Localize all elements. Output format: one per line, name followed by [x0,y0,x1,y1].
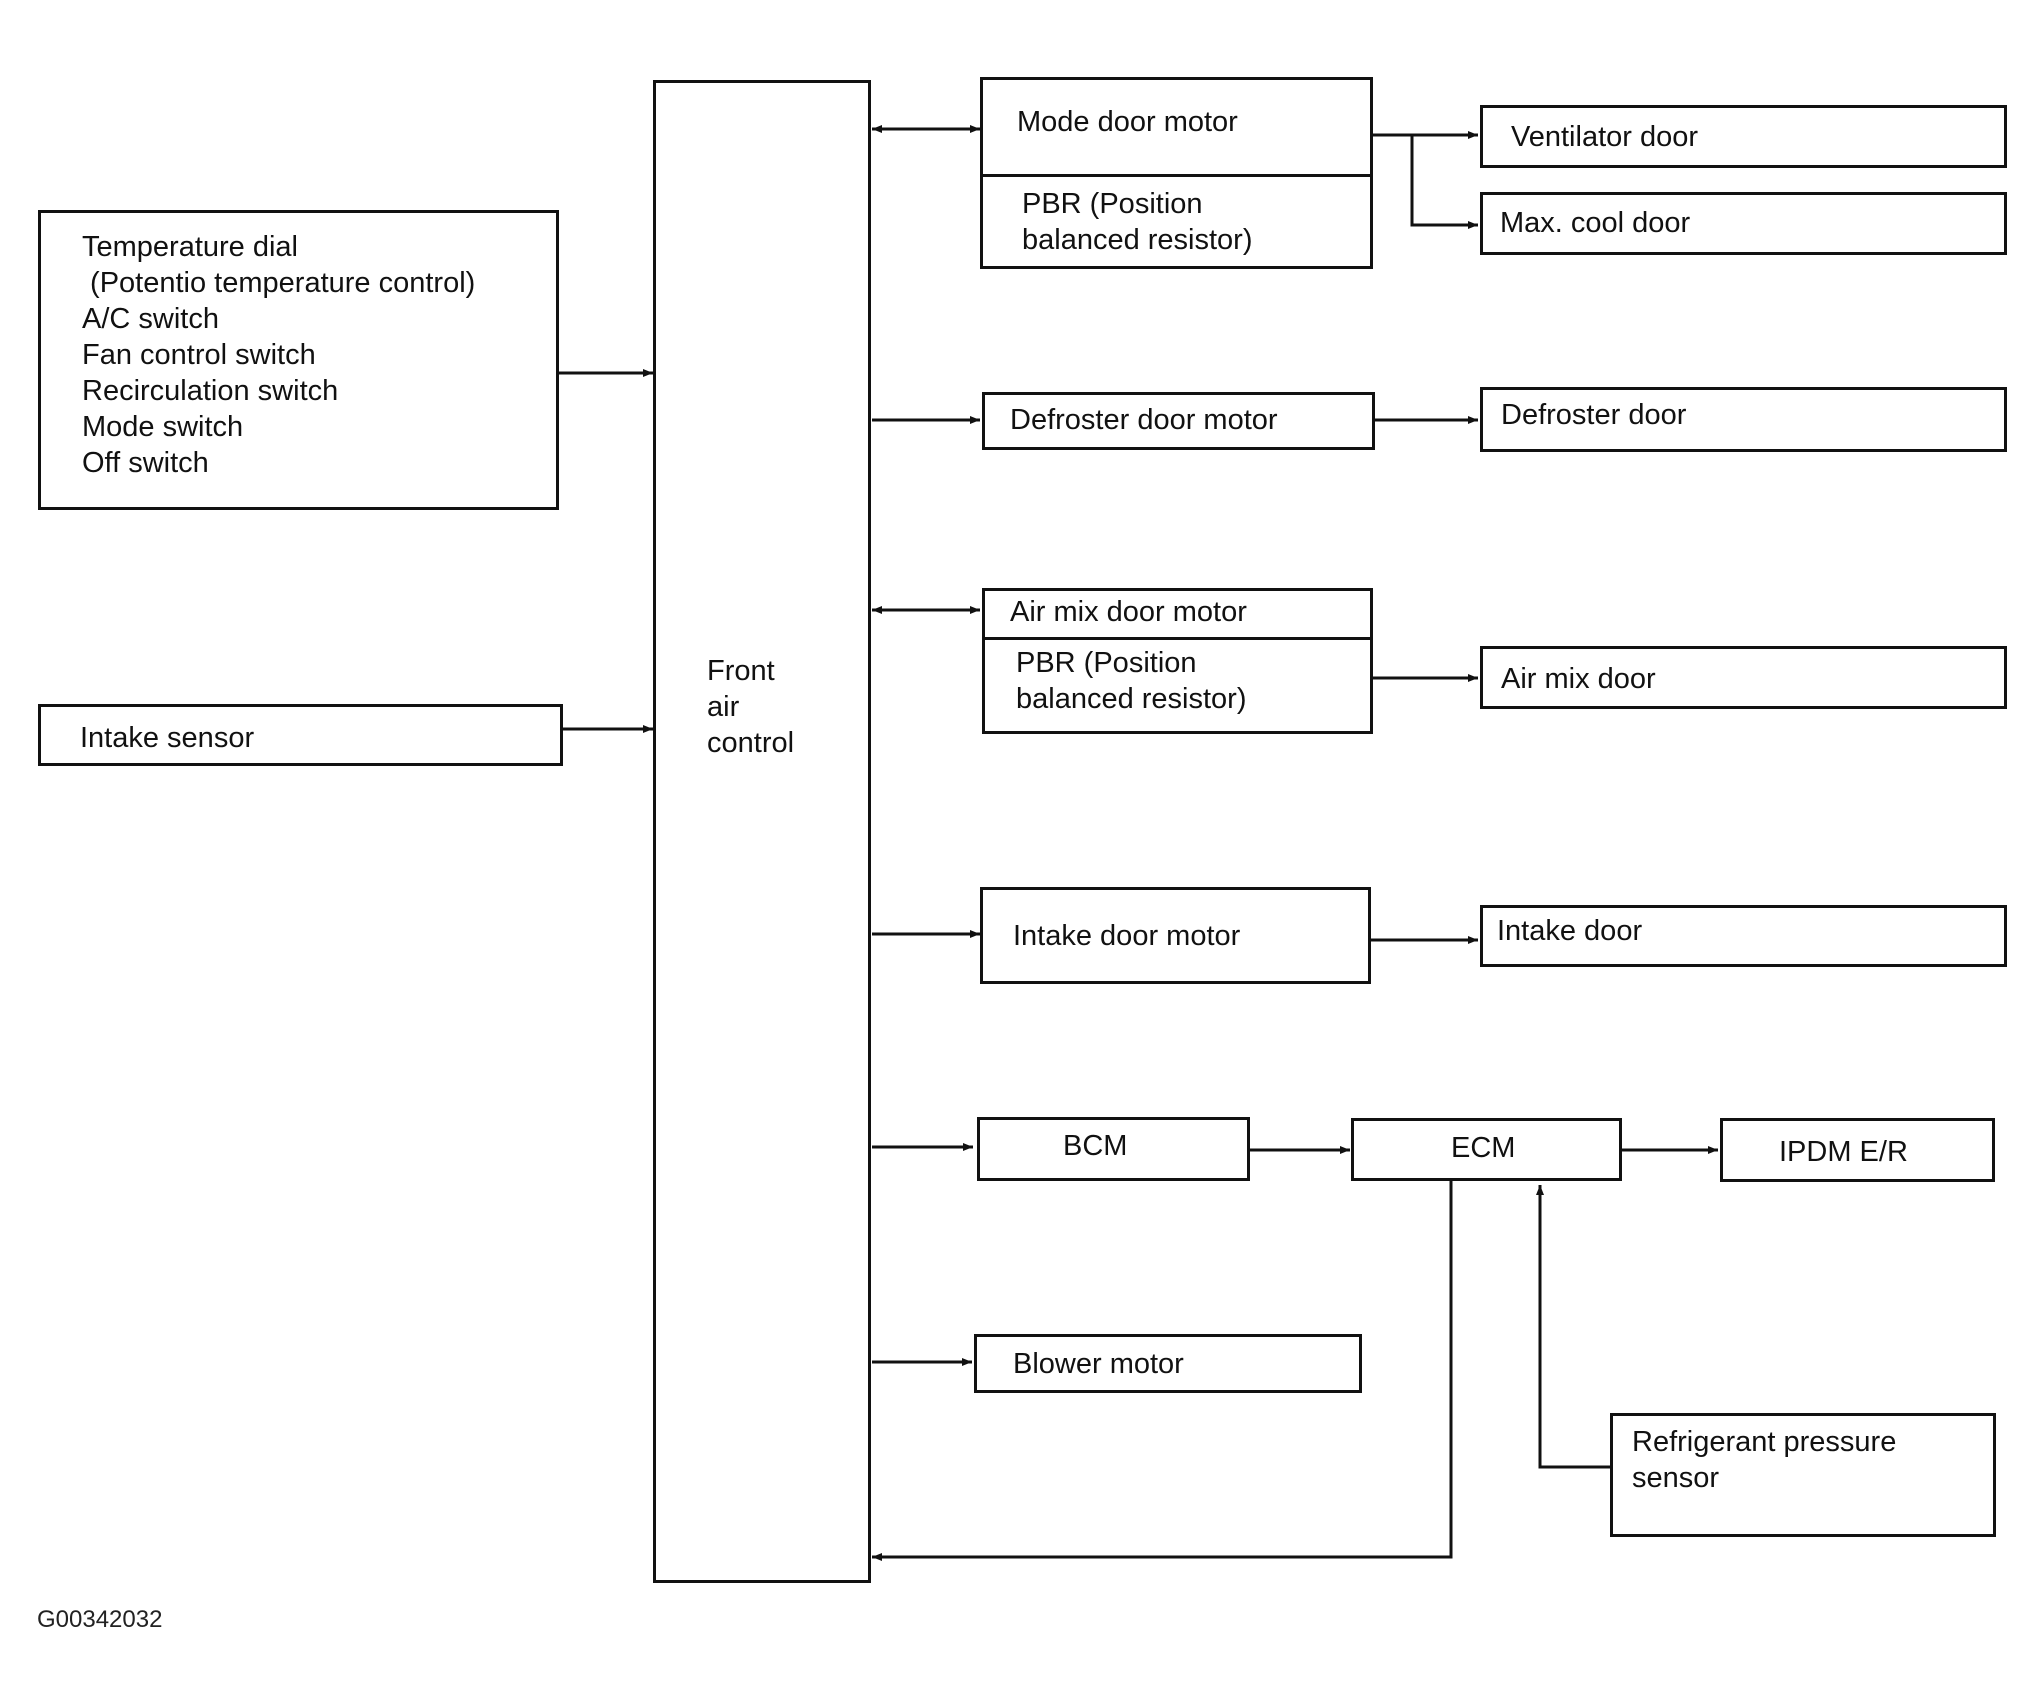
air-mix-door-motor-label: Air mix door motor [1010,596,1247,628]
refrigerant-sensor-line-1: Refrigerant pressure [1632,1426,1897,1458]
defroster-door-motor-box [982,392,1375,450]
switch-temperature-dial: Temperature dial [82,231,298,263]
ventilator-door-box [1480,105,2007,168]
arrow-mode-motor-to-max-cool [1410,135,1478,229]
bcm-label: BCM [1063,1130,1128,1162]
controller-label-line-3: control [707,727,795,759]
controller-label-line-1: Front [707,655,775,687]
intake-door-motor-label: Intake door motor [1013,920,1241,952]
controller-label-line-2: air [707,691,740,723]
defroster-door-box [1480,387,2007,452]
air-mix-pbr-line-1: PBR (Position [1016,647,1197,679]
ipdm-box [1720,1118,1995,1182]
bcm-box [977,1117,1250,1181]
switch-recirculation: Recirculation switch [82,375,339,407]
switches-box [38,210,559,510]
blower-motor-box [974,1334,1362,1393]
mode-door-pbr-line-1: PBR (Position [1022,188,1203,220]
front-air-control-box [653,80,871,1583]
intake-door-label: Intake door [1497,915,1643,947]
switch-ac: A/C switch [82,303,219,335]
mode-door-motor-divider [980,174,1373,177]
switch-off: Off switch [82,447,209,479]
defroster-door-label: Defroster door [1501,399,1687,431]
figure-id: G00342032 [37,1606,163,1633]
ecm-box [1351,1118,1622,1181]
intake-door-box [1480,905,2007,967]
air-mix-pbr-line-2: balanced resistor) [1016,683,1247,715]
refrigerant-sensor-line-2: sensor [1632,1462,1720,1494]
air-mix-door-motor-divider [982,637,1373,640]
mode-door-pbr-line-2: balanced resistor) [1022,224,1253,256]
mode-door-motor-box [980,77,1373,269]
switch-fan-control: Fan control switch [82,339,316,371]
air-mix-door-motor-box [982,588,1373,734]
refrigerant-pressure-sensor-box [1610,1413,1996,1537]
switch-mode: Mode switch [82,411,244,443]
air-mix-door-label: Air mix door [1501,663,1656,695]
intake-door-motor-box [980,887,1371,984]
mode-door-motor-label: Mode door motor [1017,106,1238,138]
max-cool-door-label: Max. cool door [1500,207,1691,239]
defroster-door-motor-label: Defroster door motor [1010,404,1278,436]
ipdm-label: IPDM E/R [1779,1136,1908,1168]
max-cool-door-box [1480,192,2007,255]
ventilator-door-label: Ventilator door [1511,121,1699,153]
blower-motor-label: Blower motor [1013,1348,1184,1380]
intake-sensor-label: Intake sensor [80,722,255,754]
intake-sensor-box [38,704,563,766]
ecm-label: ECM [1451,1132,1516,1164]
air-mix-door-box [1480,646,2007,709]
switch-temperature-dial-note: (Potentio temperature control) [82,267,476,299]
arrow-sensor-to-ecm [1536,1185,1612,1469]
arrow-ecm-to-controller [872,1181,1453,1561]
